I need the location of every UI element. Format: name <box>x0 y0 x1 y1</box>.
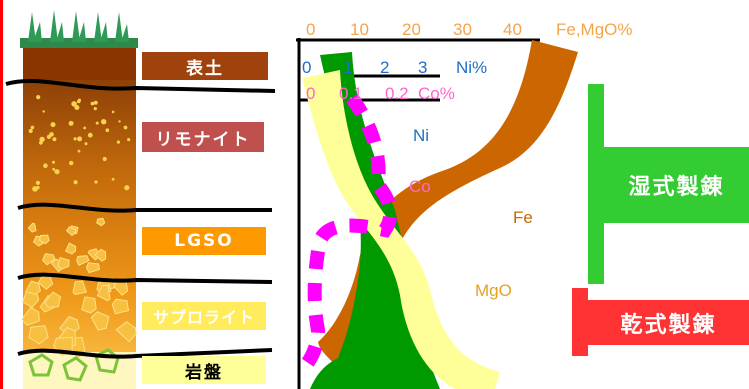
ni-tick-2: 2 <box>380 58 390 77</box>
fe-curve <box>318 40 578 389</box>
layer-label-topsoil: 表土 <box>186 58 224 79</box>
bedrock-box <box>142 356 266 384</box>
limonite-box <box>142 122 264 152</box>
grass-strip <box>20 38 138 48</box>
bedrock-stones <box>28 348 120 382</box>
fe-curve-label: Fe <box>513 208 533 227</box>
lgso-box <box>142 227 266 255</box>
co-tick-0-1: 0.1 <box>339 84 363 103</box>
fe-mgo-tick-0: 0 <box>306 20 316 39</box>
co-tick-0: 0 <box>306 84 316 103</box>
ni-unit: Ni% <box>456 58 488 77</box>
co-tick-0-2: 0.2 <box>385 84 409 103</box>
saprolite-box <box>142 302 266 330</box>
grass-icon <box>28 10 129 42</box>
fe-mgo-tick-10: 10 <box>350 20 369 39</box>
co-curve-label: Co <box>409 177 431 196</box>
ni-curve-label: Ni <box>413 126 430 145</box>
ni-tick-1: 1 <box>343 58 353 77</box>
wet-process-label: 湿式製錬 <box>628 175 725 200</box>
fe-mgo-tick-30: 30 <box>453 20 472 39</box>
fe-mgo-tick-40: 40 <box>503 20 522 39</box>
layer-label-limonite: リモナイト <box>155 129 251 150</box>
mgo-curve <box>302 70 500 389</box>
layer-label-lgso: LGSO <box>174 231 234 251</box>
limonite-speckles <box>28 95 131 192</box>
left-border <box>0 0 3 389</box>
topsoil-box <box>142 52 268 80</box>
fe-mgo-tick-20: 20 <box>402 20 421 39</box>
wet-process-bracket <box>588 84 749 284</box>
soil-column <box>20 10 138 389</box>
horizon-lines <box>5 78 276 359</box>
ni-tick-0: 0 <box>302 58 312 77</box>
dry-process-label: 乾式製錬 <box>620 312 717 338</box>
dry-process-bracket <box>572 288 749 356</box>
co-curve <box>294 93 398 377</box>
layer-label-saprolite: サプロライト <box>152 308 255 327</box>
fe-mgo-unit: Fe,MgO% <box>556 20 633 39</box>
layer-label-bedrock: 岩盤 <box>185 362 223 383</box>
ni-tick-3: 3 <box>418 58 428 77</box>
co-unit: Co% <box>418 84 455 103</box>
mgo-curve-label: MgO <box>475 281 512 300</box>
